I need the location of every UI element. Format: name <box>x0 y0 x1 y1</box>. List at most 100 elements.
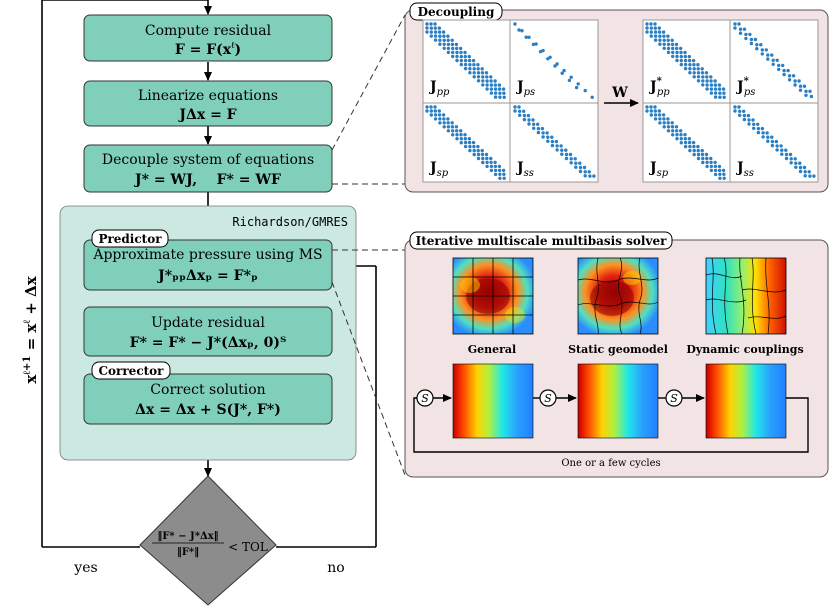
step-predictor: Approximate pressure using MS J*ₚₚΔxₚ = … <box>83 239 333 291</box>
step-decouple: Decouple system of equations J* = WJ, F*… <box>83 144 333 193</box>
sparsity-dot <box>781 63 785 68</box>
sparsity-dot <box>718 176 722 180</box>
sparsity-dot <box>717 87 722 91</box>
sparsity-dot <box>472 67 476 71</box>
sparsity-dot <box>775 58 779 62</box>
svg-text:S: S <box>544 392 552 405</box>
sparsity-dot <box>442 121 446 125</box>
partition-static-geomodel <box>577 257 659 335</box>
sparsity-dot <box>463 133 467 137</box>
sparsity-dot <box>701 79 705 83</box>
sparsity-dot <box>761 135 765 139</box>
sparsity-dot <box>752 122 756 127</box>
sparsity-dot <box>522 109 526 114</box>
sparsity-dot <box>433 113 438 117</box>
sparsity-dot <box>476 144 480 149</box>
sparsity-dot <box>588 174 592 178</box>
sparsity-dot <box>747 122 751 126</box>
sparsity-dot <box>438 42 442 46</box>
step-linearize: Linearize equations JΔx = F <box>83 80 333 127</box>
sparsity-dot <box>493 83 498 87</box>
sparsity-dot <box>713 95 718 99</box>
sparsity-dot <box>737 105 741 109</box>
sparsity-dot <box>662 117 666 121</box>
sparsity-dot <box>742 117 747 122</box>
sparsity-dot <box>442 117 446 121</box>
sparsity-dot <box>679 46 683 51</box>
sparsity-dot <box>471 58 476 63</box>
sparsity-dot <box>786 68 790 73</box>
sparsity-dot <box>683 137 687 141</box>
sparsity-dot <box>513 105 517 109</box>
sparsity-dot <box>459 129 463 133</box>
sparsity-dot <box>459 137 463 141</box>
sparsity-dot <box>679 141 683 145</box>
sparsity-dot <box>787 74 792 78</box>
sparsity-dot <box>683 62 688 67</box>
sparsity-dot <box>446 129 451 133</box>
sparsity-dot <box>524 35 528 39</box>
sparsity-dot <box>569 75 573 80</box>
sparsity-dot <box>441 113 446 117</box>
sparsity-dot <box>662 34 666 38</box>
sparsity-dot <box>493 160 497 165</box>
cycle-arrows <box>413 394 809 453</box>
sparsity-dot <box>527 35 531 39</box>
sparsity-dot <box>442 38 446 42</box>
sparsity-dot <box>567 78 572 83</box>
sparsity-dot <box>760 126 765 131</box>
sparsity-dot <box>738 109 742 114</box>
sparsity-dot <box>459 58 463 63</box>
sparsity-dot <box>749 37 754 42</box>
sparsity-dot <box>481 156 485 161</box>
sparsity-dot <box>433 26 437 30</box>
sparsity-dot <box>463 140 468 145</box>
step-update-residual: Update residual F* = F* − J*(Δxₚ, 0)ᵀ <box>83 306 333 357</box>
sparsity-dot <box>657 30 662 34</box>
sparsity-dot <box>688 62 692 67</box>
step-equation: F* = F* − J*(Δxₚ, 0)ᵀ <box>130 335 287 351</box>
sparsity-dot <box>679 58 683 63</box>
sparsity-dot <box>592 174 596 178</box>
sparsity-dot <box>485 164 489 169</box>
sparsity-dot <box>485 75 489 79</box>
sparsity-dot <box>476 71 481 75</box>
sparsity-dot <box>687 58 692 63</box>
ms-solver-panel: Iterative multiscale multibasis solver G… <box>404 231 829 478</box>
sparsity-dot <box>438 38 442 42</box>
sparsity-dot <box>721 87 726 91</box>
sparsity-dot <box>451 54 455 59</box>
sparsity-dot <box>446 125 451 129</box>
sparsity-dot <box>671 46 675 51</box>
sparsity-dot <box>468 67 472 71</box>
sparsity-dot <box>489 164 494 169</box>
sparsity-dot <box>692 71 696 75</box>
sparsity-dot <box>704 152 709 157</box>
sparsity-dot <box>502 91 506 95</box>
sparsity-dot <box>429 30 433 34</box>
sparsity-dot <box>653 109 657 113</box>
sparsity-dot <box>455 54 459 59</box>
sparsity-dot <box>498 95 502 99</box>
sparsity-dot <box>700 152 705 157</box>
sparsity-dot <box>774 139 779 144</box>
sparsity-dot <box>753 37 758 42</box>
sparsity-dot <box>459 62 463 67</box>
sparsity-dot <box>472 75 476 79</box>
sparsity-dot <box>442 125 446 129</box>
sparsity-dot <box>688 148 692 153</box>
sparsity-dot <box>797 79 801 83</box>
caption-general: General <box>468 343 517 356</box>
sparsity-dot <box>489 75 493 79</box>
sparsity-dot <box>658 42 662 46</box>
sparsity-dot <box>442 34 446 38</box>
sparsity-dot <box>467 140 472 145</box>
sparsity-dot <box>493 172 498 177</box>
sparsity-dot <box>450 38 454 42</box>
sparsity-dot <box>649 109 653 113</box>
sparsity-dot <box>534 42 538 46</box>
sparsity-dot <box>433 38 438 42</box>
sparsity-dot <box>553 64 557 68</box>
sparsity-dot <box>662 121 666 125</box>
sparsity-dot <box>738 113 742 118</box>
